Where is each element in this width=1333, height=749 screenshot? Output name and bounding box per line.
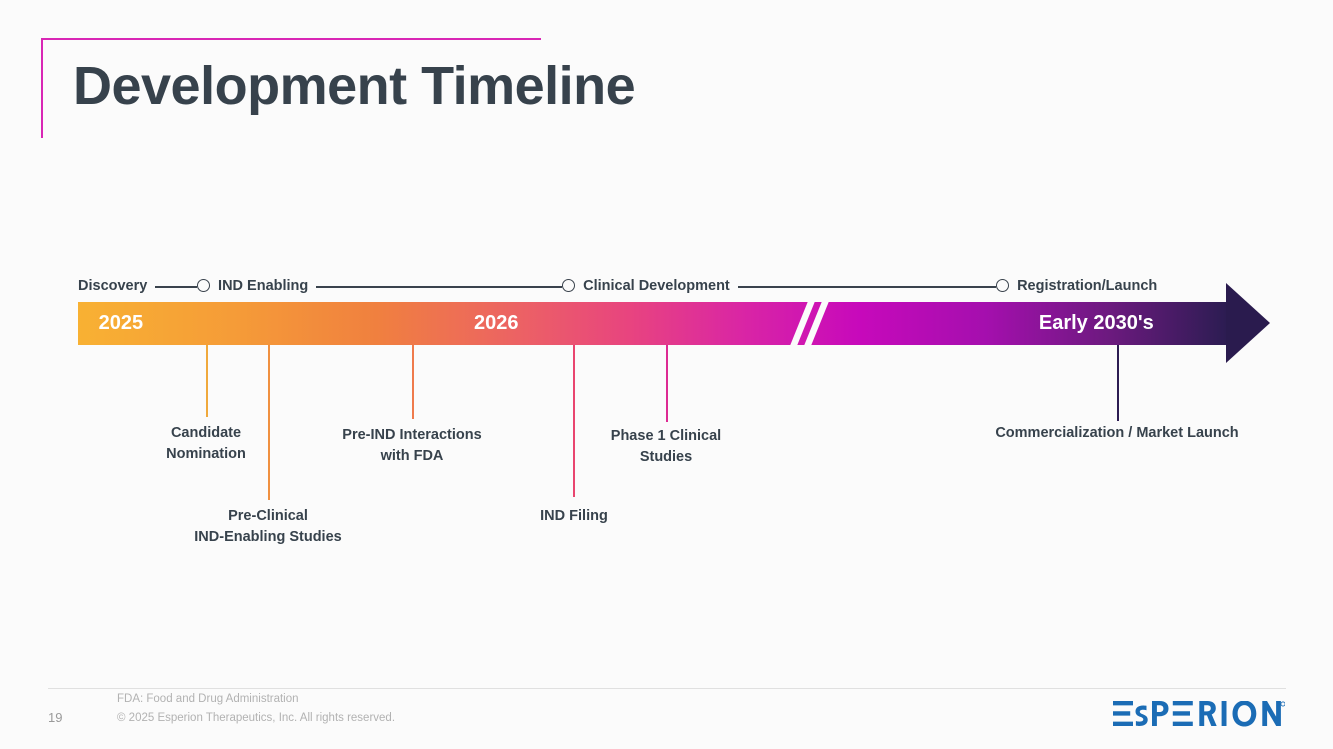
milestone-label-2: Pre-IND Interactions with FDA bbox=[342, 427, 482, 464]
milestone-label-5: Commercialization / Market Launch bbox=[995, 425, 1239, 441]
phase-connector-line-0 bbox=[155, 286, 198, 288]
timeline-arrow-head bbox=[1226, 283, 1270, 363]
phase-marker-dot-2 bbox=[996, 279, 1010, 292]
milestone-label-3: IND Filing bbox=[540, 508, 608, 524]
phase-marker-dot-1 bbox=[562, 279, 576, 292]
phase-connector-line-2 bbox=[738, 286, 997, 288]
phase-label-0: Discovery bbox=[78, 278, 148, 294]
phase-header-row: Discovery IND Enabling Clinical Developmen… bbox=[78, 276, 1188, 296]
period-label-1: 2026 bbox=[474, 312, 519, 334]
milestone-connector-4 bbox=[666, 345, 668, 422]
title-accent-bracket bbox=[41, 38, 541, 138]
copyright-notice: © 2025 Esperion Therapeutics, Inc. All r… bbox=[117, 712, 396, 724]
milestone-label-0: Candidate Nomination bbox=[166, 425, 246, 462]
milestone-connector-0 bbox=[206, 345, 208, 417]
title-block: Development Timeline bbox=[41, 38, 661, 140]
timeline-gradient-bar bbox=[78, 302, 1226, 345]
footnote-abbreviation: FDA: Food and Drug Administration bbox=[117, 693, 299, 705]
phase-connector-line-1 bbox=[316, 286, 563, 288]
page-title: Development Timeline bbox=[73, 56, 636, 116]
footer-divider bbox=[48, 688, 1286, 689]
phase-marker-dot-0 bbox=[197, 279, 211, 292]
milestone-label-4: Phase 1 Clinical Studies bbox=[610, 428, 722, 465]
milestone-connector-1 bbox=[268, 345, 270, 500]
period-label-2: Early 2030's bbox=[1038, 312, 1154, 334]
page-number: 19 bbox=[48, 710, 63, 725]
phase-label-1: IND Enabling bbox=[218, 278, 309, 294]
milestone-connector-5 bbox=[1117, 345, 1119, 421]
milestone-label-1: Pre-Clinical IND-Enabling Studies bbox=[194, 508, 342, 545]
milestone-connector-3 bbox=[573, 345, 575, 497]
phase-label-3: Registration/Launch bbox=[1017, 278, 1158, 294]
esperion-logo bbox=[1113, 701, 1285, 727]
period-label-0: 2025 bbox=[98, 312, 144, 334]
milestone-connector-2 bbox=[412, 345, 414, 419]
phase-label-2: Clinical Development bbox=[583, 278, 730, 294]
